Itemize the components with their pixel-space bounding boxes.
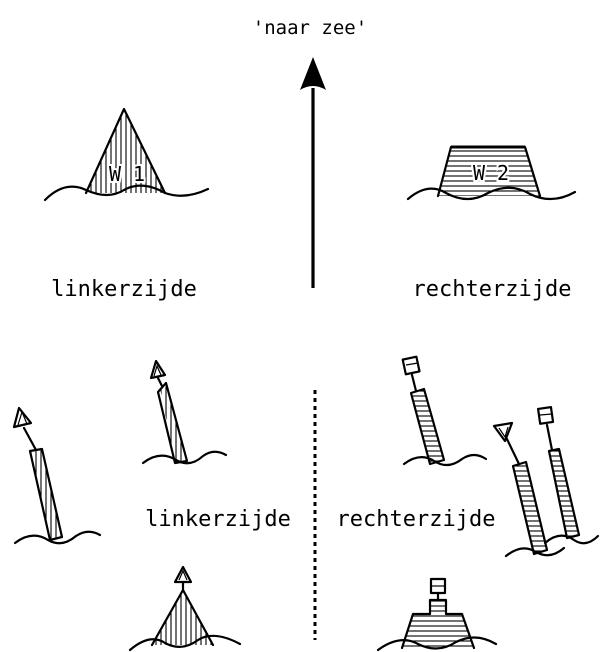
sea-wave — [504, 546, 566, 558]
can-buoy-bottom — [376, 577, 498, 652]
direction-arrow — [300, 57, 326, 288]
spar-buoy-right-3 — [536, 405, 600, 545]
direction-label: 'naar zee' — [253, 17, 367, 39]
sea-wave — [376, 636, 498, 652]
bottom-right-side-label: rechterzijde — [337, 507, 496, 532]
spar-buoy-left-2 — [141, 359, 228, 465]
sea-wave — [402, 453, 488, 467]
sea-wave — [128, 634, 242, 652]
spar-buoy-left-1 — [12, 406, 102, 545]
buoy-w2-text: W 2 — [473, 161, 509, 185]
top-left-side-label: linkerzijde — [51, 277, 197, 302]
conical-buoy-bottom — [128, 565, 242, 652]
sea-wave — [141, 450, 228, 465]
can-buoy-w2: W 2 — [406, 145, 577, 201]
top-right-side-label: rechterzijde — [413, 277, 572, 302]
bottom-left-side-label: linkerzijde — [145, 507, 291, 532]
buoy-w1-text: W 1 — [109, 162, 145, 186]
sea-wave — [406, 186, 577, 201]
spar-buoy-right-1 — [401, 355, 488, 467]
sea-wave — [543, 534, 600, 545]
sea-wave — [43, 184, 210, 202]
spar-buoy-right-2 — [492, 421, 566, 558]
sea-wave — [13, 530, 102, 545]
conical-buoy-w1: W 1 — [43, 107, 210, 202]
